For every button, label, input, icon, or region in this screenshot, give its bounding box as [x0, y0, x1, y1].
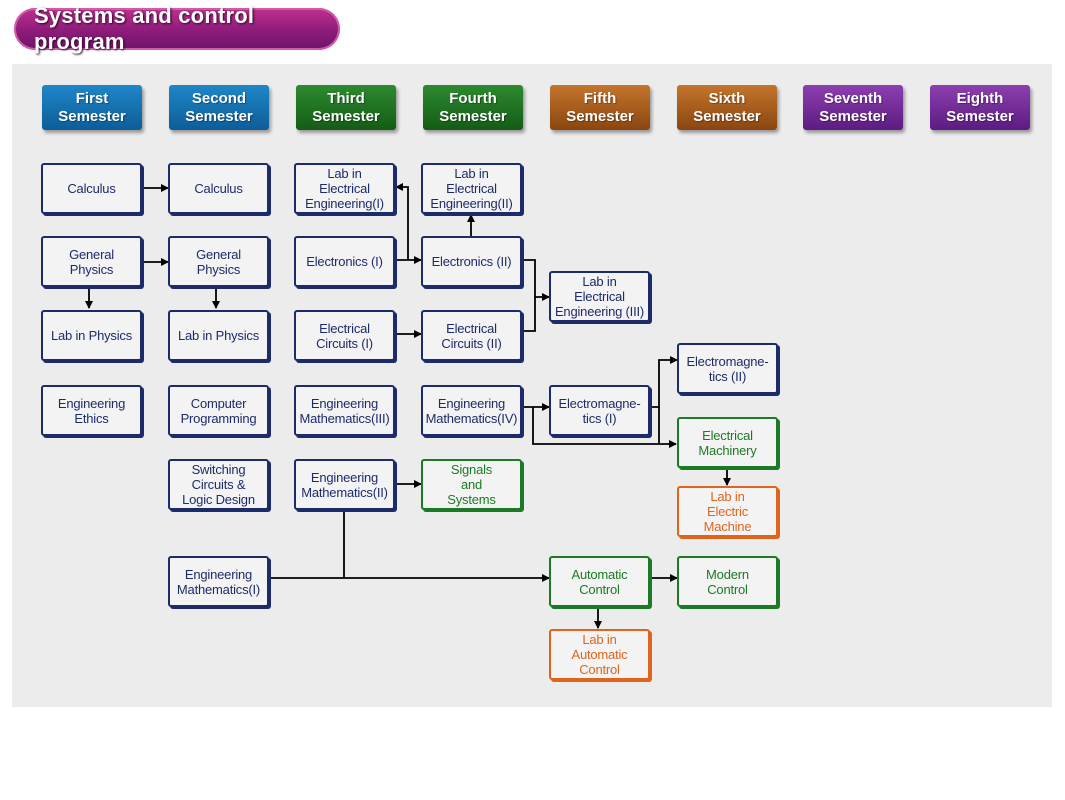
course-electronics-2: Electronics (II): [421, 236, 522, 287]
link-elec2-labee3: [522, 259, 550, 301]
link-circ2-labee3: [522, 297, 536, 332]
link-elec1-labee1: [395, 183, 409, 260]
page-title: Systems and control program: [14, 3, 340, 54]
course-lab-physics-1: Lab in Physics: [41, 310, 142, 361]
link-math4-machinery: [532, 407, 677, 448]
course-electronics-1: Electronics (I): [294, 236, 395, 287]
course-lab-physics-2: Lab in Physics: [168, 310, 269, 361]
page-title-text: Systems and control program: [34, 3, 255, 54]
course-calculus-2: Calculus: [168, 163, 269, 214]
link-em1-em2: [650, 356, 678, 408]
course-electromagnetics-2: Electromagne-tics (II): [677, 343, 778, 394]
course-electromagnetics-1: Electromagne-tics (I): [549, 385, 650, 436]
course-calculus-1: Calculus: [41, 163, 142, 214]
